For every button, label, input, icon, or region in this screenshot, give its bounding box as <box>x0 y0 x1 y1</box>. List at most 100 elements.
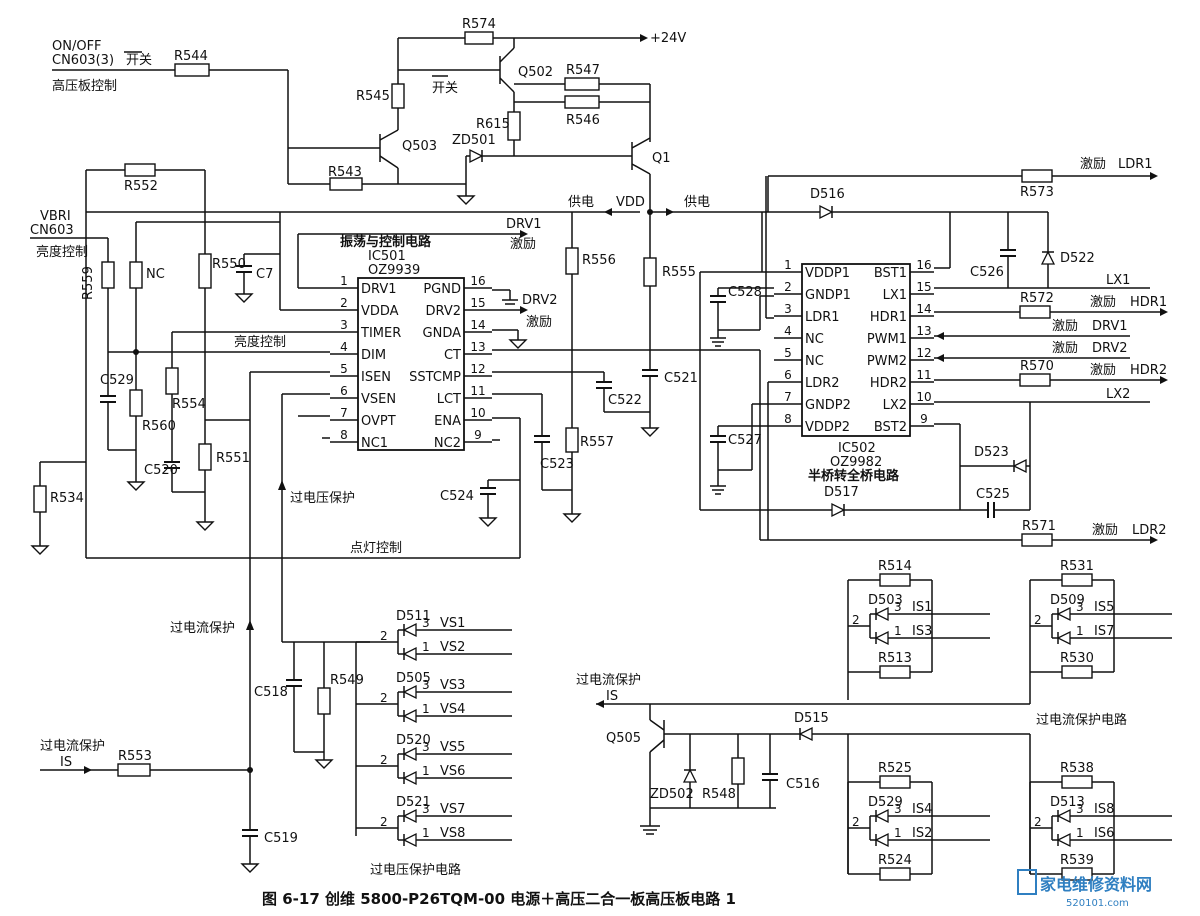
ic501-pin-name: LCT <box>437 392 461 407</box>
d505-input-label: VS4 <box>440 702 465 717</box>
ic502-pin-num: 1 <box>784 258 792 272</box>
r544-resistor <box>174 63 210 77</box>
r556-label: R556 <box>582 253 616 268</box>
r547-label: R547 <box>566 63 600 78</box>
ic502-pin-name: PWM1 <box>867 332 907 347</box>
d520-diode-element <box>402 770 417 786</box>
ground-icon <box>126 481 146 491</box>
ic501-pin-num: 16 <box>470 274 485 288</box>
watermark-logo: 家电维修资料网 520101.com <box>1017 869 1152 909</box>
r525-label: R525 <box>878 761 912 776</box>
excite-top-label: 激励 <box>510 237 536 252</box>
ic502-pin-num: 9 <box>920 412 928 426</box>
d509-pin2: 2 <box>1034 613 1042 627</box>
r552-label: R552 <box>124 179 158 194</box>
c516-label: C516 <box>786 777 820 792</box>
ic502-pin-name: LX1 <box>883 288 907 303</box>
ic502-pin-num: 12 <box>916 346 931 360</box>
c526-label: C526 <box>970 265 1004 280</box>
c529-label: C529 <box>100 373 134 388</box>
d513-pin-num: 1 <box>1076 826 1084 840</box>
d503-pin-num: 3 <box>894 600 902 614</box>
ocp-section: 过电流保护 IS Q505 ZD502 R548 C516 <box>576 559 1172 881</box>
d511-label: D511 <box>396 609 431 624</box>
d505-label: D505 <box>396 671 431 686</box>
bright-ctrl-label: 亮度控制 <box>36 244 88 260</box>
arrow-right-icon <box>520 230 528 238</box>
hdr2-excite-label: 激励 <box>1090 363 1116 378</box>
ic501-pin-num: 10 <box>470 406 485 420</box>
ic502-pin-num: 7 <box>784 390 792 404</box>
d503-diode-element <box>874 630 889 646</box>
ic501-pin-num: 7 <box>340 406 348 420</box>
r560-resistor <box>129 389 143 417</box>
ldr2-excite-label: 激励 <box>1092 523 1118 538</box>
ic501-pin-num: 15 <box>470 296 485 310</box>
ground-icon <box>640 427 660 437</box>
ic501-part-label: OZ9939 <box>368 263 420 278</box>
ic502-pin-num: 2 <box>784 280 792 294</box>
ic501-pin-name: CT <box>444 348 461 363</box>
arrow-up-icon <box>278 480 286 490</box>
d503-pin-num: 1 <box>894 624 902 638</box>
r550-resistor <box>198 253 212 289</box>
r545-resistor <box>391 83 405 109</box>
zd501-diode <box>469 148 484 164</box>
r543-label: R543 <box>328 165 362 180</box>
kaiguan2-label: 开关 <box>432 81 458 96</box>
drv1-in-label: DRV1 <box>1092 319 1128 334</box>
ic501-pin-name: DRV2 <box>426 304 462 319</box>
c524-label: C524 <box>440 489 474 504</box>
ic501-pin-num: 13 <box>470 340 485 354</box>
c520-label: C520 <box>144 463 178 478</box>
ic501-pin-name: VDDA <box>361 304 399 319</box>
d511-diode-element <box>402 622 417 638</box>
d515-diode <box>798 726 813 742</box>
d511-input-label: VS2 <box>440 640 465 655</box>
arrow-24v-icon <box>640 34 648 42</box>
lx2-label: LX2 <box>1106 387 1130 402</box>
d521-pin-num: 1 <box>422 826 430 840</box>
watermark-text: 家电维修资料网 <box>1040 875 1152 894</box>
ldr1-excite-label: 激励 <box>1080 157 1106 172</box>
d511-pin2: 2 <box>380 629 388 643</box>
ic501-pin-num: 11 <box>470 384 485 398</box>
c523-label: C523 <box>540 457 574 472</box>
ldr1-out-label: LDR1 <box>1118 157 1153 172</box>
ic502-pin-name: HDR2 <box>870 376 907 391</box>
r571-label: R571 <box>1022 519 1056 534</box>
r556-resistor <box>565 247 579 275</box>
r554-label: R554 <box>172 397 206 412</box>
ic501-pin-num: 2 <box>340 296 348 310</box>
arrow-left-icon <box>936 354 944 362</box>
drv2-side-label: DRV2 <box>522 293 558 308</box>
r572-label: R572 <box>1020 291 1054 306</box>
r530-resistor <box>1061 665 1093 679</box>
ic501-pin-num: 1 <box>340 274 348 288</box>
v24-label: +24V <box>650 31 686 46</box>
ic501-pin-name: TIMER <box>360 326 401 341</box>
r551-resistor <box>198 443 212 471</box>
ground-icon <box>478 517 498 527</box>
ic502-pin-name: GNDP2 <box>805 398 851 413</box>
ic502-pin-name: HDR1 <box>870 310 907 325</box>
d520-input-label: VS6 <box>440 764 465 779</box>
d511-input-label: VS1 <box>440 616 465 631</box>
ic501-name-label: IC501 <box>368 249 406 264</box>
d521-input-label: VS7 <box>440 802 465 817</box>
r570-label: R570 <box>1020 359 1054 374</box>
r546-resistor <box>564 95 600 109</box>
r557-label: R557 <box>580 435 614 450</box>
d509-label: D509 <box>1050 593 1085 608</box>
arrow-right-icon <box>520 306 528 314</box>
d521-pin-num: 3 <box>422 802 430 816</box>
d517-label: D517 <box>824 485 859 500</box>
q505-label: Q505 <box>606 731 641 746</box>
kaiguan-bar-label: 开关 <box>126 53 152 68</box>
is-in-label: IS <box>60 755 72 770</box>
book-icon <box>1017 869 1037 895</box>
